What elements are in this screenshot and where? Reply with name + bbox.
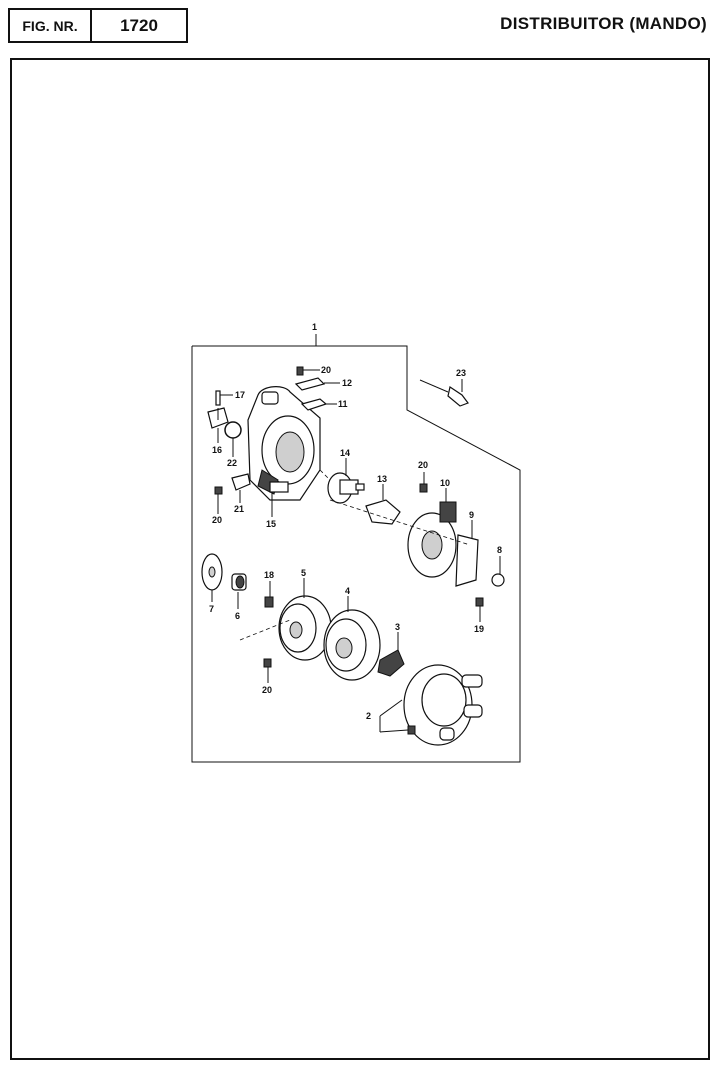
callout-3: 3 [395,622,400,632]
callout-2: 2 [366,711,371,721]
distributor-housing [247,386,321,501]
callout-22: 22 [227,458,237,468]
washer-8 [491,573,505,587]
pickup-10 [407,501,457,578]
disk-7 [201,553,223,591]
distributor-cap-2 [403,664,483,746]
gasket-12 [294,377,326,391]
callout-17: 17 [235,390,245,400]
callout-19: 19 [474,624,484,634]
callout-14: 14 [340,448,350,458]
callout-10: 10 [440,478,450,488]
screw-18 [264,596,274,608]
callout-5: 5 [301,568,306,578]
callout-4: 4 [345,586,350,596]
figure-number: 1720 [120,15,158,35]
bolt-20-left [214,486,223,495]
gasket-11 [300,398,328,411]
diagram-frame [10,58,710,1060]
callout-12: 12 [342,378,352,388]
callout-20-left: 20 [212,515,222,525]
leader-lines [211,369,501,683]
callout-18: 18 [264,570,274,580]
screw-20-bottom [263,658,272,668]
pin-17 [215,390,221,406]
callout-16: 16 [212,445,222,455]
callout-21: 21 [234,504,244,514]
callout-8: 8 [497,545,502,555]
oring-22 [224,421,242,439]
housing-4 [323,609,381,681]
callout-20-mid: 20 [418,460,428,470]
rotor-plate-13 [365,499,401,525]
assembly-outline [191,345,521,763]
callout-9: 9 [469,510,474,520]
callout-6: 6 [235,611,240,621]
callout-20-bottom: 20 [262,685,272,695]
shaft-14 [327,472,365,504]
plate-9 [455,534,479,587]
bracket-21 [231,473,251,491]
screw-19 [475,597,484,607]
page-title: DISTRIBUITOR (MANDO) [500,14,707,33]
callout-15: 15 [266,519,276,529]
callout-20-top: 20 [321,365,331,375]
callout-11: 11 [338,399,348,409]
callout-23: 23 [456,368,466,378]
callout-13: 13 [377,474,387,484]
cap-5 [278,595,332,661]
callout-1: 1 [312,322,317,332]
screw-20-top [296,366,304,376]
rotor-3 [377,649,405,677]
figure-number-box: FIG. NR. 1720 [8,8,188,43]
bolt-23 [447,386,469,407]
bushing-6 [231,573,247,591]
figure-label: FIG. NR. [10,10,92,41]
callout-7: 7 [209,604,214,614]
